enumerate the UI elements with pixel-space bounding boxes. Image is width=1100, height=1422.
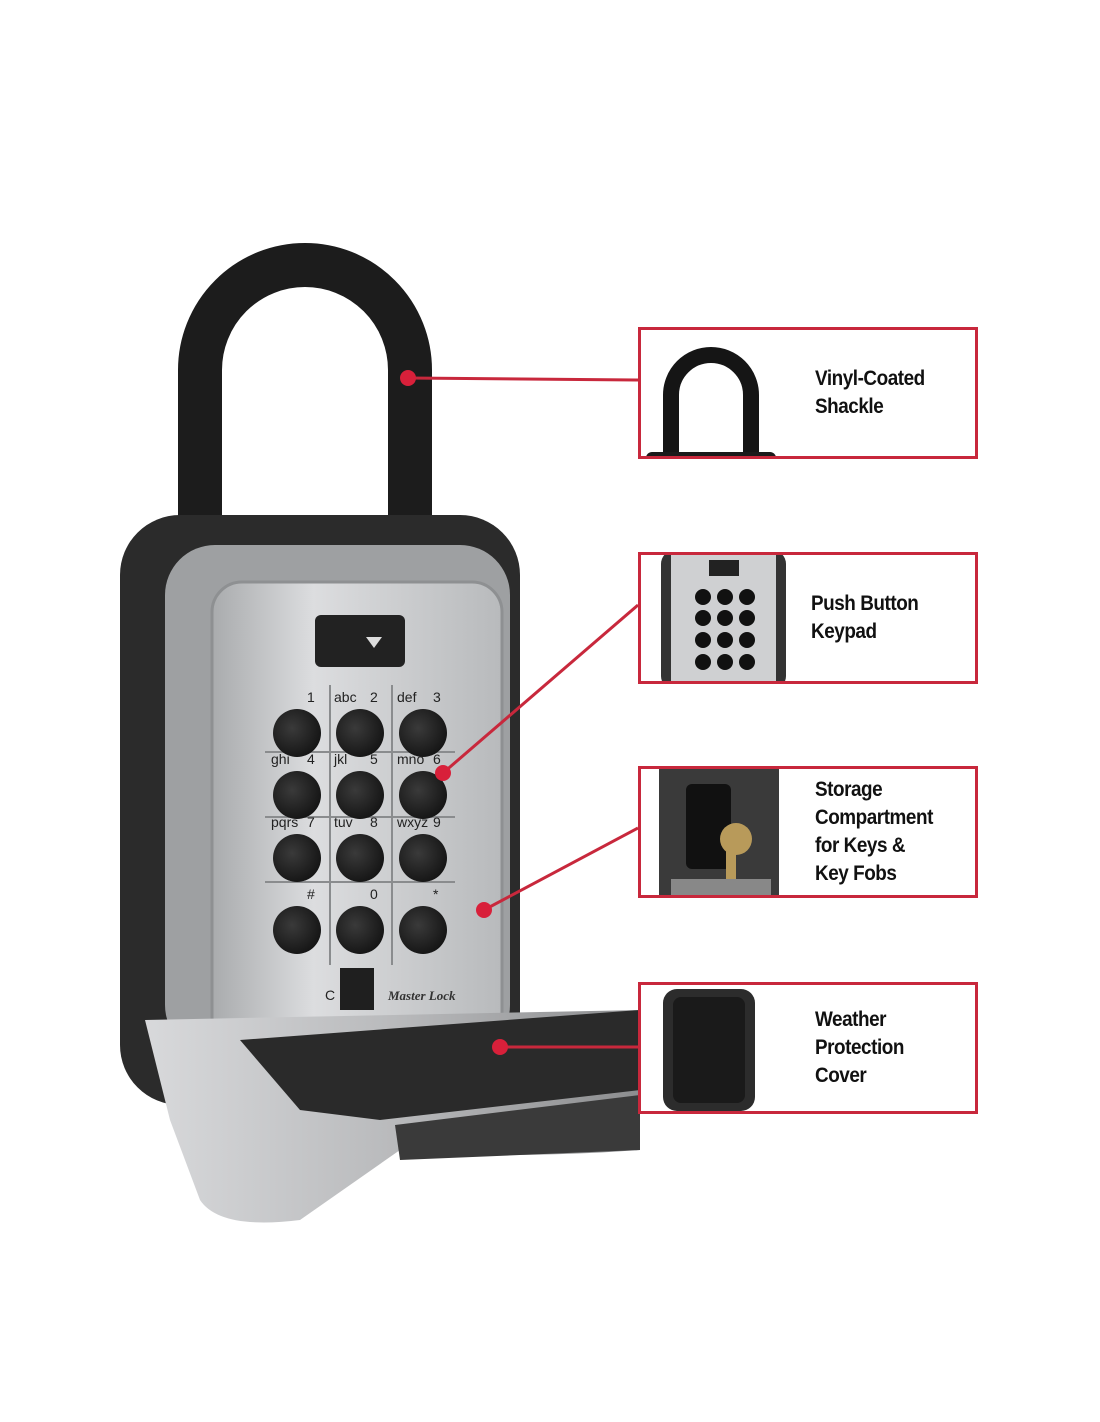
- callout-line: for Keys &: [815, 834, 906, 857]
- callout-line: Protection: [815, 1036, 904, 1059]
- clear-slider: [340, 968, 374, 1010]
- cover-thumbnail: [663, 989, 755, 1111]
- callout-line: Compartment: [815, 806, 933, 829]
- key-digit: 7: [307, 814, 315, 830]
- callout-line: Storage: [815, 778, 883, 801]
- brand-logo: Master Lock: [387, 988, 456, 1003]
- callout-connectors: [400, 370, 639, 1055]
- clear-label: C: [325, 987, 335, 1003]
- key-digit: 4: [307, 751, 315, 767]
- key-letters: def: [397, 689, 417, 705]
- storage-thumbnail: [659, 769, 779, 895]
- shackle-thumbnail: [646, 347, 776, 456]
- keypad-button[interactable]: [399, 834, 447, 882]
- keypad-button[interactable]: [399, 906, 447, 954]
- shackle: [178, 243, 432, 530]
- key-digit: 9: [433, 814, 441, 830]
- callout-line: Cover: [815, 1064, 867, 1087]
- keypad-button[interactable]: [273, 771, 321, 819]
- key-digit: *: [433, 886, 439, 902]
- key-digit: 3: [433, 689, 441, 705]
- callout-line: Shackle: [815, 395, 884, 418]
- callout-line: Vinyl-Coated: [815, 367, 925, 390]
- keypad-button[interactable]: [273, 906, 321, 954]
- key-letters: pqrs: [271, 814, 298, 830]
- keypad-button[interactable]: [273, 834, 321, 882]
- cover-inner-shadow: [240, 1010, 640, 1120]
- key-digit: 0: [370, 886, 378, 902]
- key-digit: 2: [370, 689, 378, 705]
- arrow-down-icon: [366, 637, 382, 648]
- keypad-button[interactable]: [336, 834, 384, 882]
- callout-line: Keypad: [811, 620, 877, 643]
- callout-line: Push Button: [811, 592, 919, 615]
- callout-line: Key Fobs: [815, 862, 897, 885]
- key-letters: ghi: [271, 751, 290, 767]
- key-digit: 1: [307, 689, 315, 705]
- keypad-buttons: 1 2 abc 3 def 4 ghi 5 jkl 6 mno 7 pqrs 8 tuv 9 wxyz #0 *: [271, 689, 447, 954]
- keypad-button[interactable]: [336, 709, 384, 757]
- key-letters: jkl: [333, 751, 347, 767]
- key-digit: 8: [370, 814, 378, 830]
- key-letters: tuv: [334, 814, 353, 830]
- cover-lip: [395, 1095, 640, 1160]
- release-slider: [315, 615, 405, 667]
- key-digit: #: [307, 886, 315, 902]
- key-letters: wxyz: [396, 814, 428, 830]
- key-digit: 6: [433, 751, 441, 767]
- keypad-button[interactable]: [399, 709, 447, 757]
- key-letters: abc: [334, 689, 357, 705]
- key-letters: mno: [397, 751, 424, 767]
- keypad-thumbnail: [661, 555, 786, 681]
- callout-line: Weather: [815, 1008, 887, 1031]
- keypad-button[interactable]: [336, 771, 384, 819]
- keypad-button[interactable]: [399, 771, 447, 819]
- key-digit: 5: [370, 751, 378, 767]
- keypad-button[interactable]: [273, 709, 321, 757]
- keypad-button[interactable]: [336, 906, 384, 954]
